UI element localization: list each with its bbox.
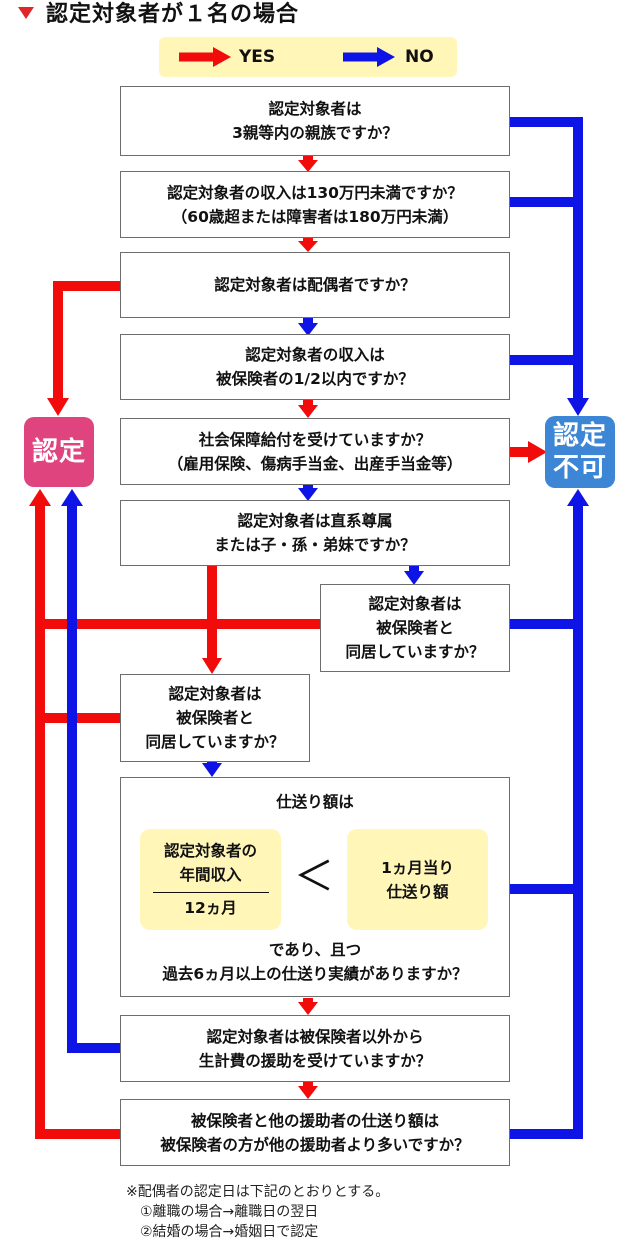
- q8-line-1: 認定対象者は: [168, 685, 262, 703]
- note-resignation: ①離職の場合→離職日の翌日: [140, 1204, 319, 1220]
- question-half-income: 認定対象者の収入は 被保険者の1/2以内ですか？: [120, 334, 510, 400]
- comparator-less-than: ＜: [294, 854, 334, 900]
- q5-line-2: （雇用保険、傷病手当金、出産手当金等）: [167, 454, 463, 473]
- arrow-q6-q8: [202, 658, 222, 674]
- annual-income-fraction: 認定対象者の 年間収入 12ヵ月: [140, 829, 281, 930]
- q3-line-1: 認定対象者は配偶者ですか？: [214, 276, 416, 294]
- arrow-q1-q2: [298, 160, 318, 172]
- rejected-label-2: 不可: [552, 453, 607, 483]
- note-spouse-date: ※配偶者の認定日は下記のとおりとする。: [126, 1184, 390, 1200]
- question-spouse: 認定対象者は配偶者ですか？: [120, 252, 510, 318]
- arrow-q6-q7: [404, 571, 424, 585]
- arrow-q2-q3: [298, 241, 318, 252]
- legend-no-label: NO: [405, 47, 434, 67]
- outcome-rejected: 認定 不可: [545, 416, 615, 488]
- q4-line-1: 認定対象者の収入は: [245, 346, 385, 364]
- q7-line-2: 被保険者と: [376, 619, 454, 637]
- q4-line-2: 被保険者の1/2以内ですか？: [216, 370, 414, 388]
- q1-line-1: 認定対象者は: [268, 100, 362, 118]
- q7-line-3: 同居していますか？: [345, 643, 485, 661]
- question-social-security: 社会保障給付を受けていますか？ （雇用保険、傷病手当金、出産手当金等）: [120, 418, 510, 485]
- legend-yes-arrow-head: [213, 47, 231, 67]
- question-support-amount: 被保険者と他の援助者の仕送り額は 被保険者の方が他の援助者より多いですか？: [120, 1099, 510, 1166]
- income-line-2: 年間収入: [179, 866, 242, 884]
- page-title: 認定対象者が１名の場合: [46, 2, 300, 27]
- arrow-q3-q4: [298, 323, 318, 336]
- allowance-line-1: 1ヵ月当り: [381, 858, 454, 877]
- path-q11-rejected: [510, 505, 583, 1139]
- q8-line-2: 被保険者と: [176, 709, 254, 727]
- q6-line-2: または子・孫・弟妹ですか？: [214, 536, 416, 554]
- note-marriage: ②結婚の場合→婚姻日で認定: [140, 1224, 319, 1240]
- q10-line-1: 認定対象者は被保険者以外から: [206, 1027, 424, 1046]
- rejected-label-1: 認定: [552, 421, 607, 451]
- income-line-1: 認定対象者の: [163, 842, 257, 860]
- q7-line-1: 認定対象者は: [368, 595, 462, 613]
- path-q3-approved: [53, 281, 122, 400]
- question-cohabiting-left: 認定対象者は 被保険者と 同居していますか？: [120, 674, 310, 762]
- arrow-into-approved-top: [47, 398, 69, 416]
- question-other-support: 認定対象者は被保険者以外から 生計費の援助を受けていますか？: [120, 1015, 510, 1082]
- legend-yes-label: YES: [239, 47, 276, 67]
- allowance-line-2: 仕送り額: [386, 882, 449, 901]
- approved-label: 認定: [31, 437, 86, 467]
- legend-arrows: [179, 47, 395, 67]
- monthly-allowance: 1ヵ月当り 仕送り額: [347, 829, 488, 930]
- q2-line-1: 認定対象者の収入は130万円未満ですか？: [167, 183, 463, 202]
- arrow-into-approved-bottom-red: [29, 489, 51, 506]
- q11-line-2: 被保険者の方が他の援助者より多いですか？: [160, 1135, 470, 1154]
- arrow-into-rejected-bottom: [567, 489, 589, 506]
- remittance-heading: 仕送り額は: [276, 793, 354, 811]
- remittance-tail-1: であり、且つ: [268, 941, 362, 959]
- question-relative: 認定対象者は 3親等内の親族ですか？: [120, 86, 510, 156]
- outcome-approved: 認定: [24, 417, 94, 487]
- arrow-q4-q5: [298, 405, 318, 418]
- legend-no-arrow-head: [377, 47, 395, 67]
- question-cohabiting-right: 認定対象者は 被保険者と 同居していますか？: [320, 584, 510, 672]
- q11-line-1: 被保険者と他の援助者の仕送り額は: [190, 1111, 439, 1130]
- income-denominator: 12ヵ月: [184, 899, 237, 917]
- question-lineal-relative: 認定対象者は直系尊属 または子・孫・弟妹ですか？: [120, 500, 510, 566]
- path-q10-approved: [67, 505, 120, 1053]
- title-triangle-icon: [18, 7, 34, 19]
- legend: YES NO: [159, 37, 457, 77]
- arrow-q9-q10: [298, 1002, 318, 1015]
- q8-line-3: 同居していますか？: [145, 733, 285, 751]
- path-q1-rejected: [510, 117, 583, 400]
- arrow-q8-q9: [202, 763, 222, 777]
- remittance-tail-2: 過去6ヵ月以上の仕送り実績がありますか？: [162, 965, 468, 983]
- q1-line-2: 3親等内の親族ですか？: [232, 124, 398, 142]
- arrow-q10-q11: [298, 1086, 318, 1099]
- arrow-into-approved-bottom-blue: [61, 489, 83, 506]
- arrow-q5-rejected: [528, 441, 547, 463]
- path-q11-approved: [35, 505, 122, 1139]
- fraction-bar: [152, 892, 269, 893]
- q6-line-1: 認定対象者は直系尊属: [237, 512, 393, 530]
- q2-line-2: （60歳超または障害者は180万円未満）: [171, 207, 459, 226]
- q10-line-2: 生計費の援助を受けていますか？: [198, 1051, 432, 1070]
- arrow-into-rejected-top: [567, 398, 589, 416]
- q5-line-1: 社会保障給付を受けていますか？: [198, 430, 432, 449]
- arrow-q5-q6: [298, 488, 318, 501]
- question-income-limit: 認定対象者の収入は130万円未満ですか？ （60歳超または障害者は180万円未満…: [120, 171, 510, 238]
